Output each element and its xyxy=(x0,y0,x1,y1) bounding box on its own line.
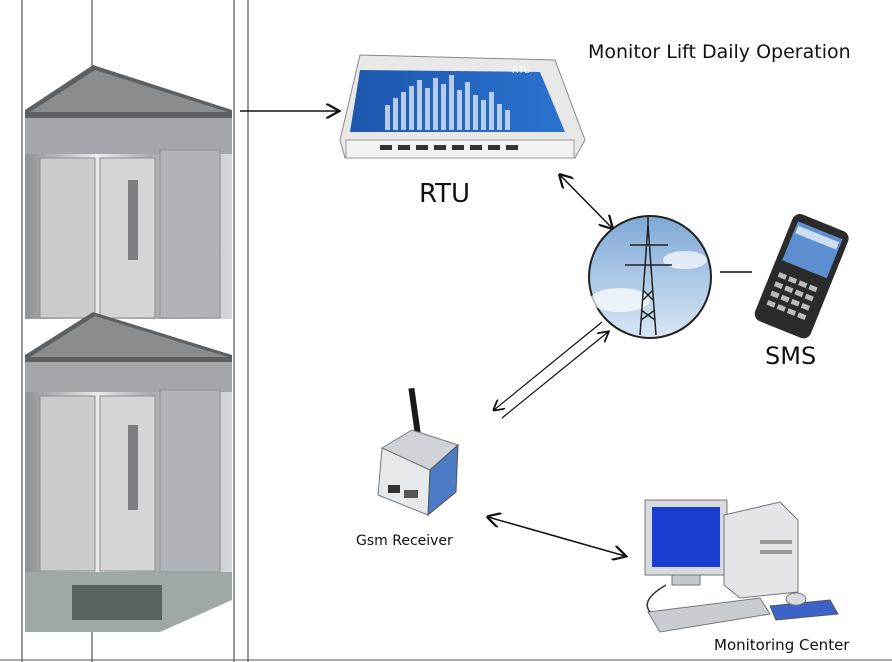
phone-icon xyxy=(754,214,849,339)
rtu-screen-text: RTU xyxy=(512,65,530,75)
arrow-rtu-tower xyxy=(560,175,612,228)
gsm-receiver-label: Gsm Receiver xyxy=(356,533,453,549)
gsm-receiver-icon xyxy=(377,387,459,517)
sms-label: SMS xyxy=(765,342,817,370)
arrow-gsm-to-tower xyxy=(494,321,603,410)
elevator-illustration xyxy=(25,65,232,632)
rtu-label: RTU xyxy=(419,179,471,209)
rtu-device: RTU xyxy=(339,54,586,159)
arrow-tower-to-gsm xyxy=(501,332,608,419)
computer-icon xyxy=(644,499,839,633)
arrow-gsm-monitoring xyxy=(488,517,625,556)
diagram-title: Monitor Lift Daily Operation xyxy=(588,41,851,63)
tower-icon xyxy=(588,215,712,339)
monitoring-center-label: Monitoring Center xyxy=(714,636,850,654)
